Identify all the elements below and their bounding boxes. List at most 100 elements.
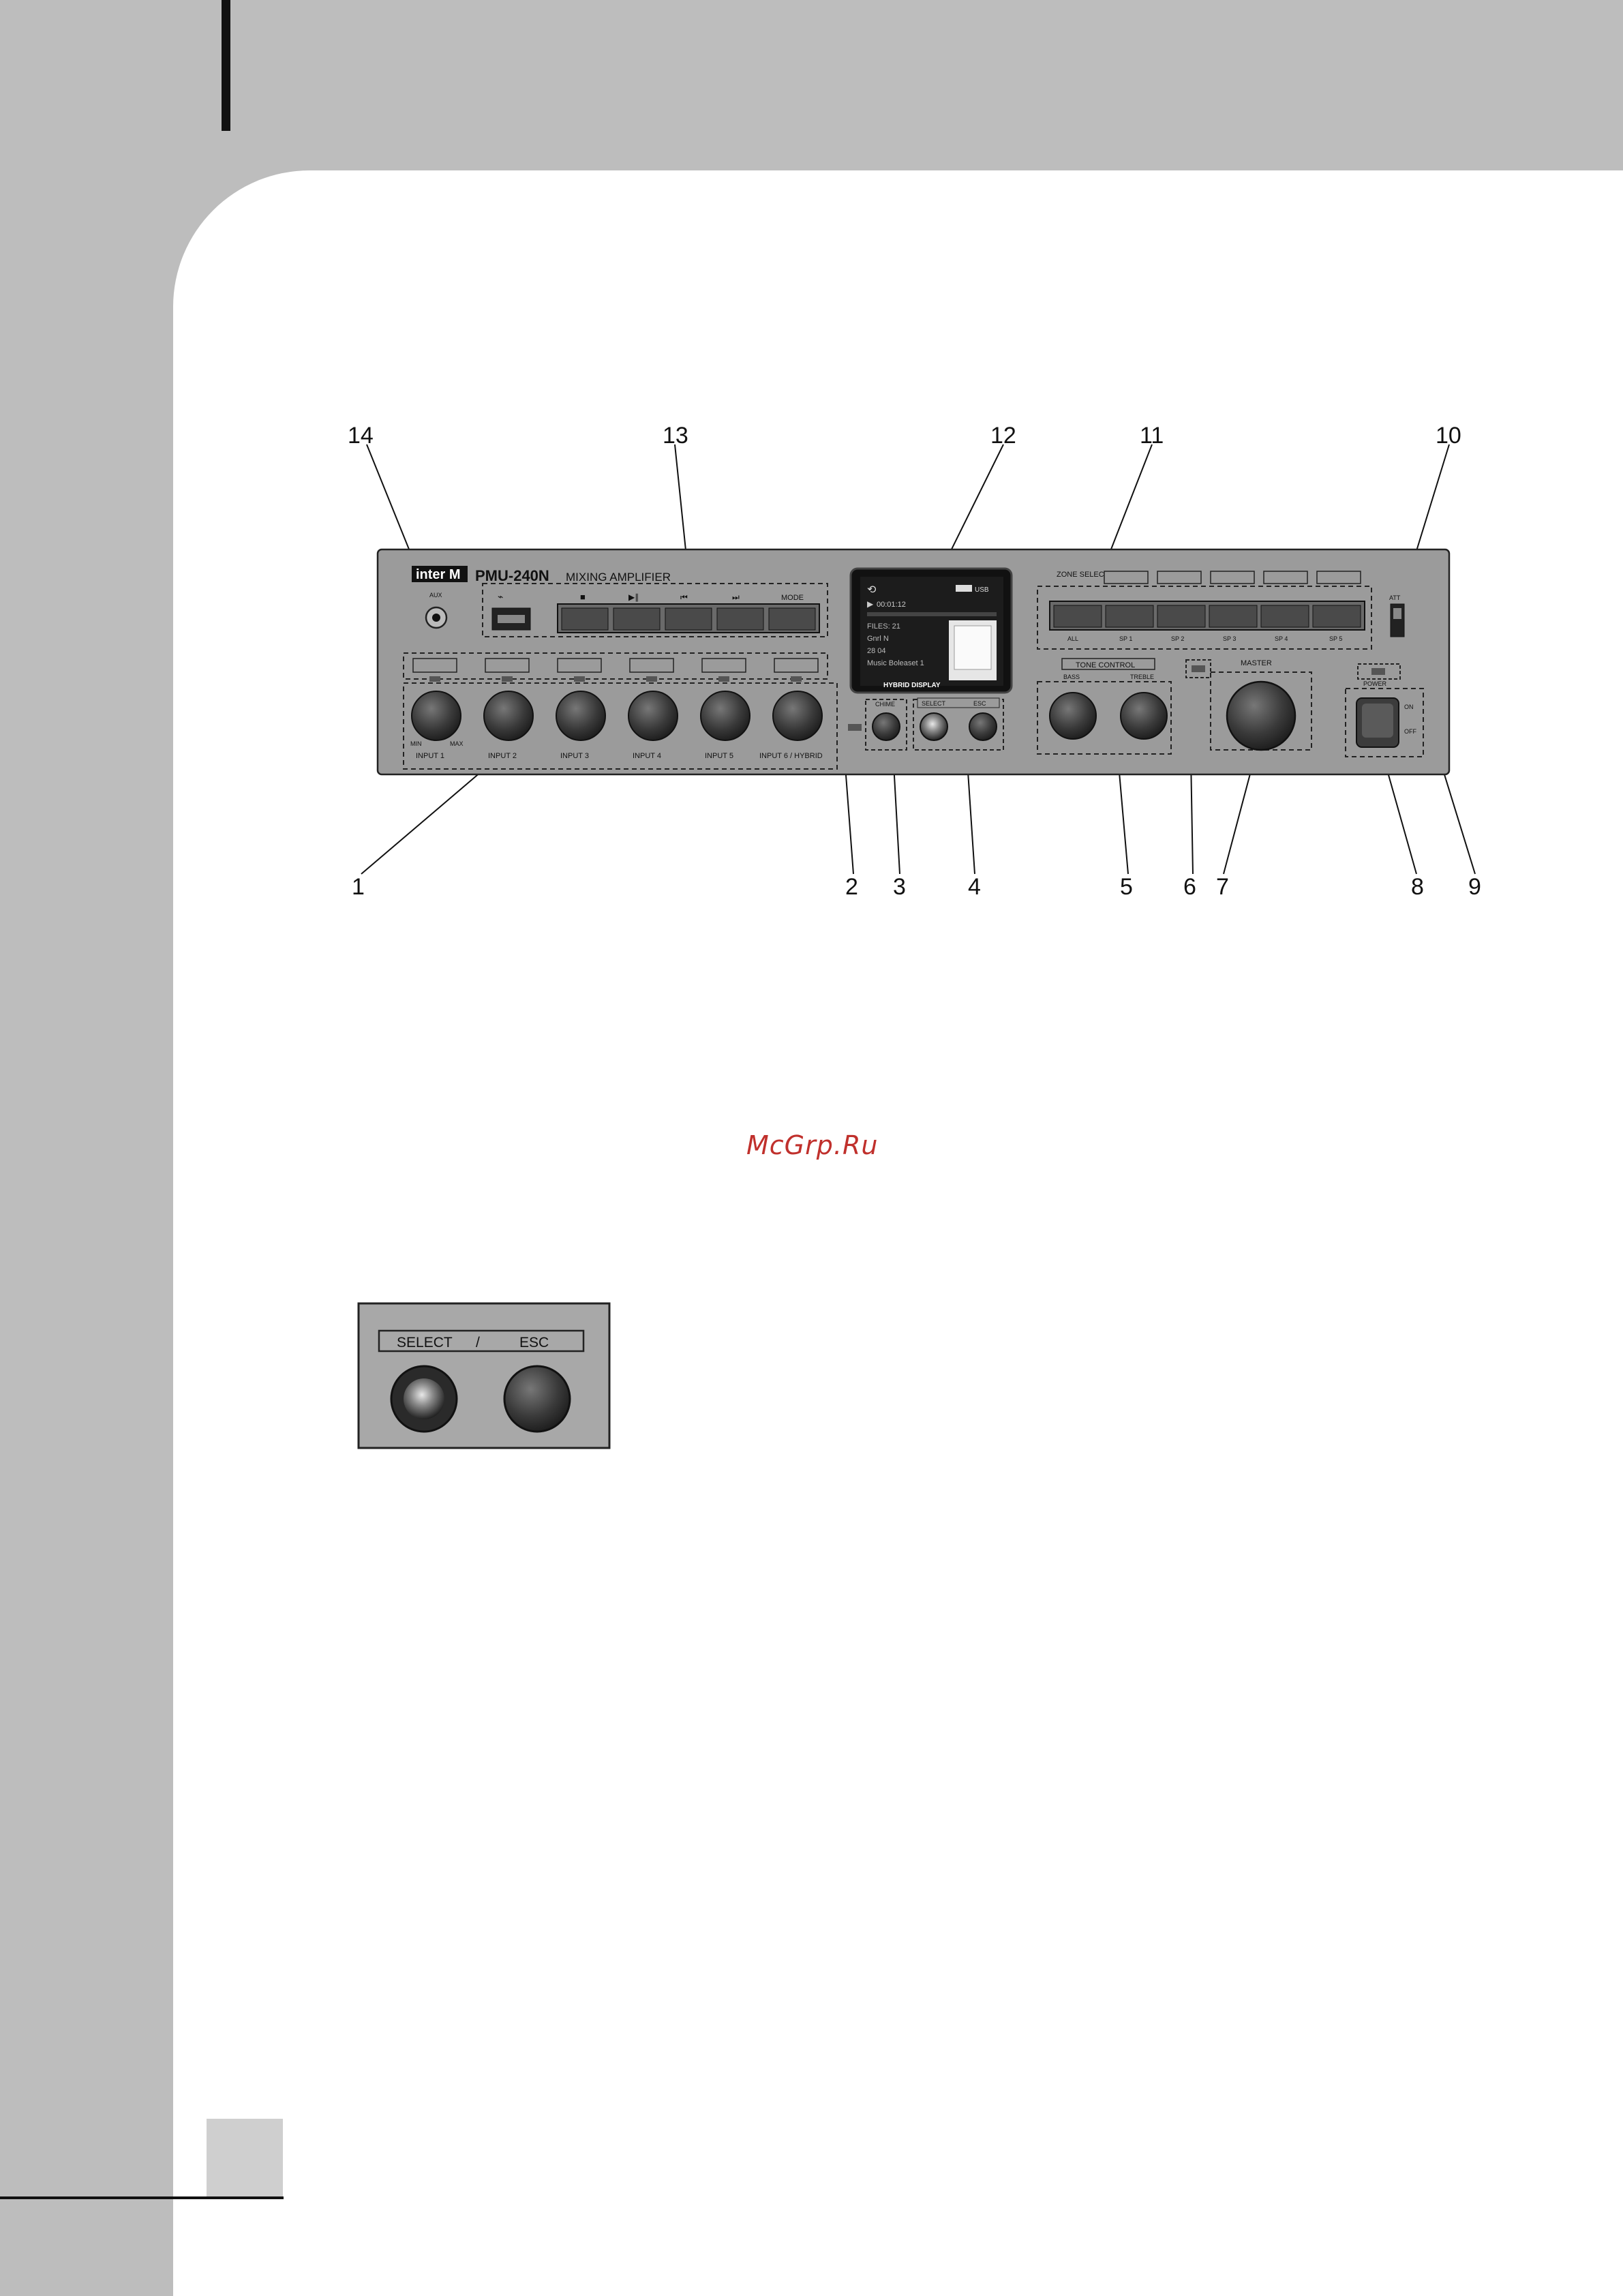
page-number-box [207, 2119, 283, 2196]
power-indicator-group [1357, 663, 1401, 680]
zone-sp1-label: SP 1 [1119, 635, 1132, 642]
previous-icon: ⏮ [680, 592, 688, 602]
input-6-knob[interactable] [772, 691, 823, 741]
input-knobs: MIN MAX INPUT 1 INPUT 2 INPUT 3 INPUT 4 [410, 676, 823, 760]
watermark: McGrp.Ru [746, 1130, 879, 1160]
esc-label-panel: ESC [973, 700, 986, 707]
off-label: OFF [1404, 728, 1416, 735]
model-subtitle: MIXING AMPLIFIER [566, 571, 671, 584]
svg-text:USB: USB [975, 586, 989, 594]
input-3-label: INPUT 3 [560, 752, 589, 760]
input-6-label: INPUT 6 / HYBRID [759, 752, 823, 760]
usb-transport-group [482, 583, 828, 637]
detail-select-label: SELECT [397, 1335, 453, 1350]
play-pause-button[interactable] [613, 607, 661, 631]
play-state-icon: ▶ [867, 599, 874, 609]
input-1-knob[interactable] [411, 691, 461, 741]
previous-button[interactable] [665, 607, 712, 631]
callout-9: 9 [1468, 874, 1481, 900]
chime-label: CHIME [875, 701, 895, 708]
tone-control-group [1037, 681, 1172, 755]
treble-label: TREBLE [1130, 674, 1154, 680]
input-1-label: INPUT 1 [416, 752, 444, 760]
power-label: POWER [1363, 680, 1387, 687]
input-select-3[interactable] [557, 658, 602, 673]
treble-knob[interactable] [1120, 692, 1168, 740]
zone-sp3-button[interactable] [1209, 605, 1258, 628]
input-select-group [403, 652, 828, 680]
input-2-label: INPUT 2 [488, 752, 517, 760]
stop-button[interactable] [561, 607, 609, 631]
priority-led [1192, 665, 1205, 672]
amplifier-panel: inter M PMU-240N MIXING AMPLIFIER AUX ⌁ … [376, 548, 1451, 776]
select-button-panel[interactable] [920, 712, 948, 741]
callout-6: 6 [1183, 874, 1196, 900]
callout-2: 2 [845, 874, 858, 900]
select-esc-detail: SELECT / ESC [357, 1302, 611, 1449]
att-label: ATT [1389, 594, 1401, 601]
input-select-5[interactable] [701, 658, 746, 673]
mode-label: MODE [781, 594, 804, 602]
screen-line-5: Music Boleaset 1 [867, 659, 924, 667]
esc-button-panel[interactable] [969, 712, 997, 741]
detail-slash: / [476, 1335, 480, 1350]
zone-select-group [1037, 586, 1372, 650]
zone-sp5-button[interactable] [1312, 605, 1361, 628]
on-label: ON [1404, 704, 1414, 710]
input-5-knob[interactable] [700, 691, 750, 741]
callout-numbers: 14 13 12 11 10 1 2 3 4 5 6 7 8 9 [348, 423, 1481, 900]
aux-label: AUX [429, 592, 442, 599]
callout-13: 13 [663, 423, 688, 449]
input-3-knob[interactable] [556, 691, 606, 741]
zone-sp2-button[interactable] [1157, 605, 1206, 628]
page-sheet [173, 170, 1623, 2296]
stop-icon: ■ [580, 592, 586, 602]
callout-12: 12 [990, 423, 1016, 449]
callout-11: 11 [1140, 423, 1164, 449]
brand-logo: inter M [416, 567, 461, 582]
power-status-icon: ⟲ [867, 584, 877, 596]
screen-files: FILES: 21 [867, 622, 900, 631]
bass-knob[interactable] [1049, 692, 1097, 740]
zone-sp4-button[interactable] [1260, 605, 1309, 628]
power-led [1371, 668, 1385, 675]
mode-button[interactable] [768, 607, 816, 631]
zone-sp4-label: SP 4 [1275, 635, 1288, 642]
power-switch-group [1345, 688, 1424, 757]
detail-esc-label: ESC [519, 1335, 549, 1350]
callout-3: 3 [893, 874, 906, 900]
input-5-label: INPUT 5 [705, 752, 733, 760]
next-button[interactable] [716, 607, 764, 631]
hybrid-display-label: HYBRID DISPLAY [883, 682, 941, 689]
input-select-4[interactable] [629, 658, 674, 673]
input-select-2[interactable] [485, 658, 530, 673]
zone-sp1-button[interactable] [1105, 605, 1154, 628]
priority-indicator-group [1185, 659, 1211, 678]
callout-10: 10 [1436, 423, 1461, 449]
tone-control-label: TONE CONTROL [1076, 661, 1135, 669]
input-2-knob[interactable] [483, 691, 534, 741]
zone-select-label: ZONE SELECT [1057, 571, 1109, 579]
footer-line [0, 2196, 284, 2199]
zone-buttons [1053, 605, 1361, 628]
zone-sp3-label: SP 3 [1223, 635, 1236, 642]
chime-button[interactable] [872, 712, 900, 741]
callout-1: 1 [352, 874, 365, 900]
zone-all-button[interactable] [1053, 605, 1102, 628]
screen-line-3: Gnrl N [867, 635, 889, 643]
callout-5: 5 [1120, 874, 1133, 900]
detail-esc-button[interactable] [503, 1365, 571, 1433]
callout-14: 14 [348, 423, 374, 449]
callout-7: 7 [1216, 874, 1229, 900]
zone-sp5-label: SP 5 [1329, 635, 1342, 642]
zone-label-strips [1104, 571, 1361, 584]
input-select-6[interactable] [774, 658, 819, 673]
select-label-panel: SELECT [922, 700, 946, 707]
input-4-label: INPUT 4 [633, 752, 661, 760]
input-4-knob[interactable] [628, 691, 678, 741]
input-select-1[interactable] [412, 658, 457, 673]
master-knob[interactable] [1226, 680, 1296, 751]
play-pause-icon: ▶∥ [628, 592, 639, 602]
input-select-buttons [412, 658, 819, 673]
usb-icon: ⌁ [498, 591, 503, 602]
